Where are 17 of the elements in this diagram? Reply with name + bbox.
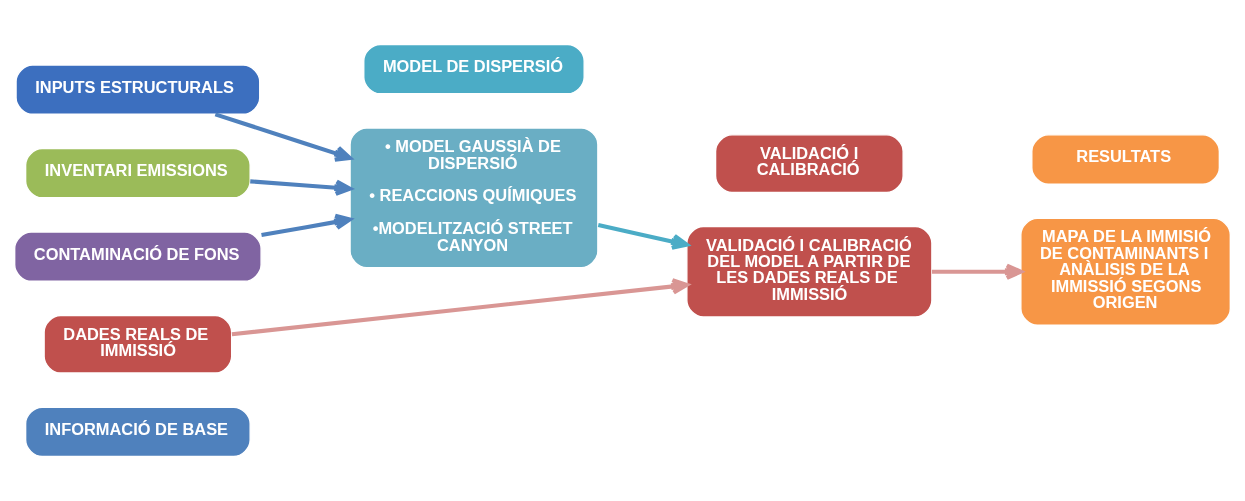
- node-box: • MODEL GAUSSIÀ DE DISPERSIÓ • REACCIONS QUÍMIQUES •MODELITZACIÓ STREET CANYON: [349, 127, 599, 269]
- node-box: INVENTARI EMISSIONS: [24, 147, 251, 199]
- node-box: VALIDACIÓ I CALIBRACIÓ: [714, 134, 904, 193]
- node-box: RESULTATS: [1031, 134, 1221, 185]
- arrow: [231, 278, 689, 337]
- arrow: [931, 263, 1023, 280]
- arrow: [261, 213, 352, 238]
- arrow: [250, 179, 353, 196]
- arrow: [597, 223, 689, 250]
- node-box: INFORMACIÓ DE BASE: [24, 406, 251, 458]
- node-box: DADES REALS DE IMMISSIÓ: [43, 314, 233, 374]
- node-box: VALIDACIÓ I CALIBRACIÓ DEL MODEL A PARTIR DE LES DADES REALS DE IMMISSIÓ: [686, 225, 933, 318]
- arrow: [214, 112, 352, 162]
- node-box: MAPA DE LA IMMISIÓ DE CONTAMINANTS I ANÀLISIS DE LA IMMISSIÓ SEGONS ORIGEN: [1020, 217, 1231, 326]
- node-box: CONTAMINACIÓ DE FONS: [14, 231, 262, 282]
- node-box: INPUTS ESTRUCTURALS: [15, 64, 261, 115]
- node-box: MODEL DE DISPERSIÓ: [363, 43, 585, 95]
